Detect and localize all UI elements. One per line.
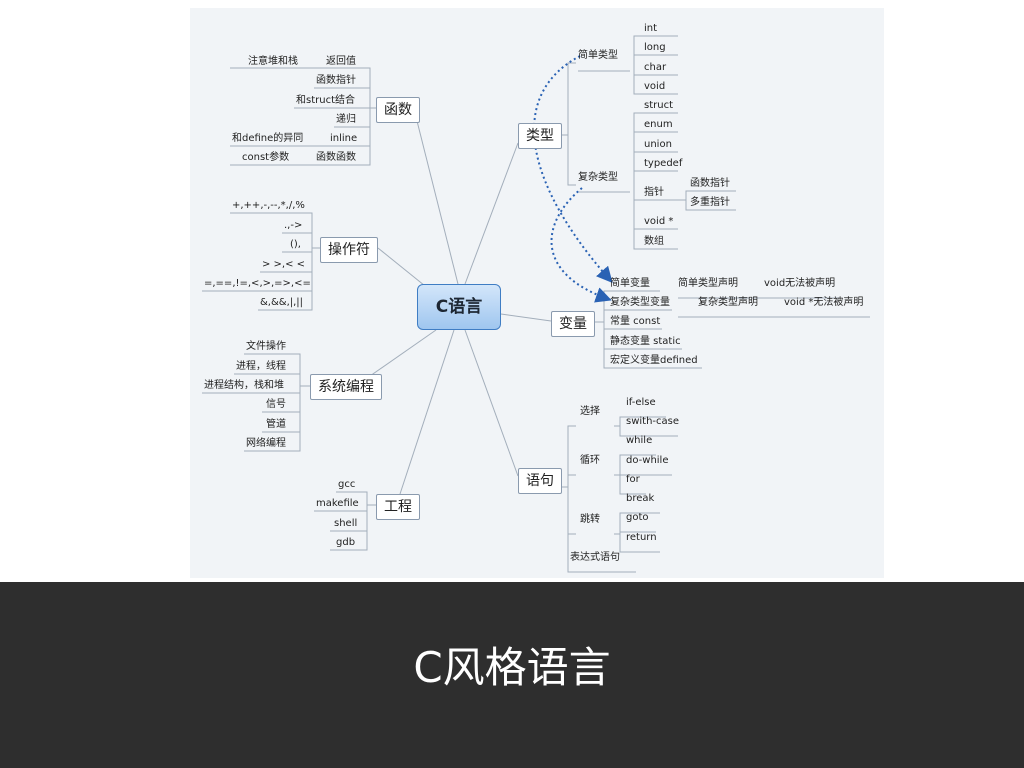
function-item-heap-stack: 注意堆和栈 — [248, 56, 298, 67]
function-item-inline: inline — [330, 133, 358, 144]
var-complex-decl: 复杂类型声明 — [698, 297, 758, 308]
project-item-gcc: gcc — [338, 479, 356, 490]
sysprog-item-process-struct: 进程结构，栈和堆 — [204, 380, 284, 391]
sysprog-item-process-thread: 进程，线程 — [236, 361, 286, 372]
project-item-makefile: makefile — [316, 498, 359, 509]
stmt-loop-label: 循环 — [580, 455, 600, 466]
function-item-struct: 和struct结合 — [296, 95, 355, 106]
mindmap-connectors — [202, 35, 870, 573]
types-simple-int: int — [644, 23, 658, 34]
function-item-const-param: const参数 — [242, 152, 290, 163]
function-item-return-value: 返回值 — [326, 56, 356, 67]
branch-operators[interactable]: 操作符 — [320, 237, 378, 263]
stmt-goto: goto — [626, 512, 649, 523]
stmt-expression: 表达式语句 — [570, 552, 620, 563]
stmt-select-label: 选择 — [580, 406, 600, 417]
types-void-pointer: void * — [644, 216, 674, 227]
types-complex-enum: enum — [644, 119, 673, 130]
var-simple: 简单变量 — [610, 278, 650, 289]
sysprog-item-signal: 信号 — [266, 399, 286, 410]
stmt-jump-label: 跳转 — [580, 514, 600, 525]
var-simple-note: void无法被声明 — [764, 278, 836, 289]
types-simple-char: char — [644, 62, 667, 73]
stmt-for: for — [626, 474, 640, 485]
types-array: 数组 — [644, 236, 664, 247]
var-simple-decl: 简单类型声明 — [678, 278, 738, 289]
function-item-function-pointer: 函数指针 — [316, 75, 356, 86]
slide-title-bar: C风格语言 — [0, 582, 1024, 768]
stmt-do-while: do-while — [626, 455, 669, 466]
operator-item-logic: &,&&,|,|| — [260, 297, 304, 308]
var-const: 常量 const — [610, 316, 661, 327]
operator-item-compare: =,==,!=,<,>,=>,<= — [204, 278, 311, 289]
types-simple-label: 简单类型 — [578, 50, 618, 61]
stmt-while: while — [626, 435, 653, 446]
stmt-break: break — [626, 493, 655, 504]
types-complex-label: 复杂类型 — [578, 172, 618, 183]
stmt-if-else: if-else — [626, 397, 656, 408]
operator-item-member: .,-> — [284, 220, 303, 231]
operator-item-shift: > >,< < — [262, 259, 306, 270]
branch-variables[interactable]: 变量 — [551, 311, 595, 337]
sysprog-item-file: 文件操作 — [246, 341, 286, 352]
function-item-recursion: 递归 — [336, 114, 356, 125]
types-pointer-label: 指针 — [644, 187, 664, 198]
project-item-gdb: gdb — [336, 537, 356, 548]
types-complex-typedef: typedef — [644, 158, 683, 169]
branch-types[interactable]: 类型 — [518, 123, 562, 149]
stmt-switch-case: swith-case — [626, 416, 680, 427]
mindmap-canvas: C语言 函数 注意堆和栈 返回值 函数指针 和struct结合 递归 和defi… — [190, 8, 884, 578]
var-static: 静态变量 static — [610, 336, 681, 347]
branch-statements[interactable]: 语句 — [518, 468, 562, 494]
types-pointer-multi: 多重指针 — [690, 197, 730, 208]
function-item-function-function: 函数函数 — [316, 152, 356, 163]
types-simple-void: void — [644, 81, 666, 92]
function-item-define: 和define的异同 — [232, 133, 304, 144]
operator-item-arith: +,++,-,--,*,/,% — [232, 200, 305, 211]
slide-title: C风格语言 — [413, 643, 611, 692]
stmt-return: return — [626, 532, 657, 543]
branch-functions[interactable]: 函数 — [376, 97, 420, 123]
types-pointer-function: 函数指针 — [690, 178, 730, 189]
types-complex-union: union — [644, 139, 672, 150]
sysprog-item-network: 网络编程 — [246, 438, 286, 449]
branch-project[interactable]: 工程 — [376, 494, 420, 520]
var-complex-note: void *无法被声明 — [784, 297, 864, 308]
project-item-shell: shell — [334, 518, 358, 529]
var-complex: 复杂类型变量 — [610, 297, 670, 308]
types-complex-struct: struct — [644, 100, 673, 111]
branch-system-programming[interactable]: 系统编程 — [310, 374, 382, 400]
center-topic[interactable]: C语言 — [417, 284, 501, 330]
types-simple-long: long — [644, 42, 666, 53]
var-define: 宏定义变量defined — [610, 355, 698, 366]
sysprog-item-pipe: 管道 — [266, 419, 286, 430]
operator-item-paren: (), — [290, 239, 301, 250]
